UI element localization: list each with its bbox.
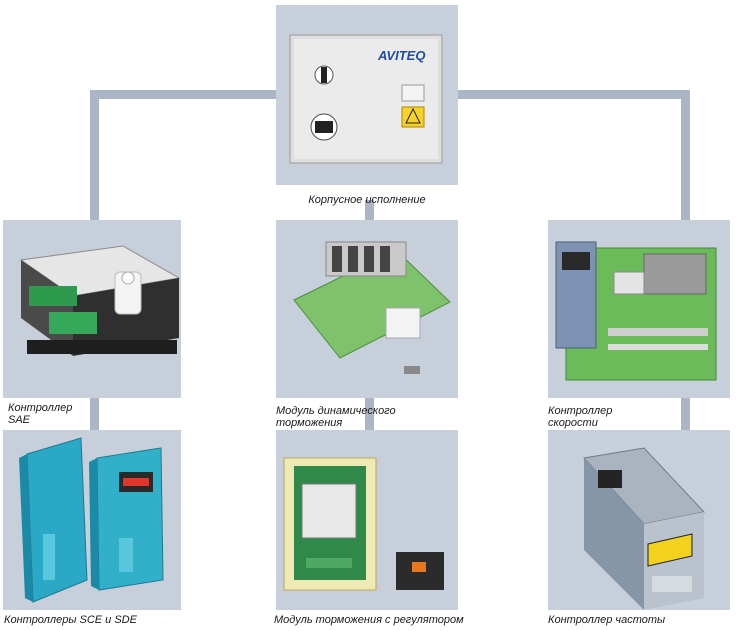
product-tile-frequency xyxy=(548,430,730,610)
caption-dynamic-brake: Модуль динамического торможения xyxy=(276,405,396,429)
connector-right-vertical xyxy=(681,90,690,220)
connector-center-lower xyxy=(365,395,374,435)
product-tile-dynamic-brake xyxy=(276,220,458,398)
caption-enclosure: Корпусное исполнение xyxy=(308,194,426,206)
product-tile-brake-regulator xyxy=(276,430,458,610)
dynamic-brake-module-image xyxy=(293,241,451,374)
product-tile-sce-sde xyxy=(3,430,181,610)
connector-right-lower xyxy=(681,395,690,435)
speed-controller-image xyxy=(555,241,717,381)
product-tile-sae xyxy=(3,220,181,398)
frequency-controller-image xyxy=(583,447,705,610)
caption-frequency: Контроллер частоты xyxy=(548,614,666,626)
enclosure-cabinet-image xyxy=(289,34,443,164)
sce-sde-controllers-image xyxy=(19,437,164,603)
product-tile-enclosure xyxy=(276,5,458,185)
connector-center-vertical xyxy=(365,200,374,220)
caption-brake-regulator: Модуль торможения с регулятором xyxy=(274,614,464,626)
caption-sae: Контроллер SAE xyxy=(8,402,73,426)
caption-speed: Контроллер скорости xyxy=(548,405,613,429)
brake-regulator-module-image xyxy=(283,457,444,591)
sae-controller-image xyxy=(19,245,181,356)
product-tile-speed xyxy=(548,220,730,398)
connector-left-lower xyxy=(90,395,99,435)
connector-left-vertical xyxy=(90,90,99,220)
aviteq-logo: AVITEQ xyxy=(378,48,426,63)
caption-sce-sde: Контроллеры SCE и SDE xyxy=(4,614,137,626)
